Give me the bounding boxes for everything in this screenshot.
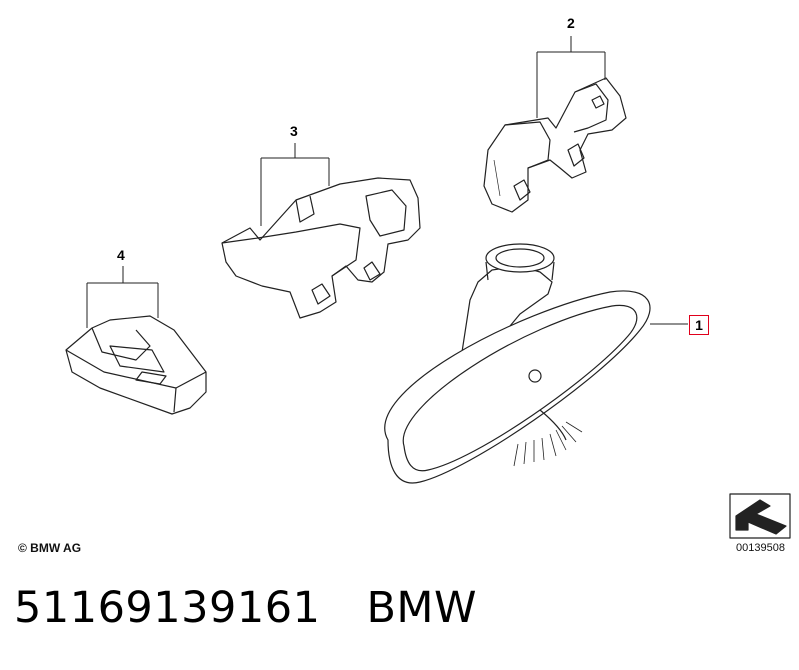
callout-2: 2 xyxy=(567,15,575,31)
leader-lines xyxy=(86,36,688,328)
part-number-line: 51169139161 BMW xyxy=(14,583,477,633)
callout-3: 3 xyxy=(290,123,298,139)
parts-diagram xyxy=(65,36,791,539)
diagram-id: 00139508 xyxy=(736,542,785,554)
callout-4: 4 xyxy=(117,247,125,263)
direction-arrow-icon xyxy=(729,493,791,539)
callout-1: 1 xyxy=(689,315,709,335)
copyright-text: © BMW AG xyxy=(18,541,82,555)
part-number: 51169139161 xyxy=(14,583,321,633)
part-3-cover xyxy=(221,177,421,319)
brand-name: BMW xyxy=(366,583,478,633)
part-1-mirror xyxy=(384,243,651,484)
sensor-hatching xyxy=(513,421,583,467)
part-4-cover xyxy=(65,315,207,415)
part-2-cover xyxy=(483,77,627,213)
